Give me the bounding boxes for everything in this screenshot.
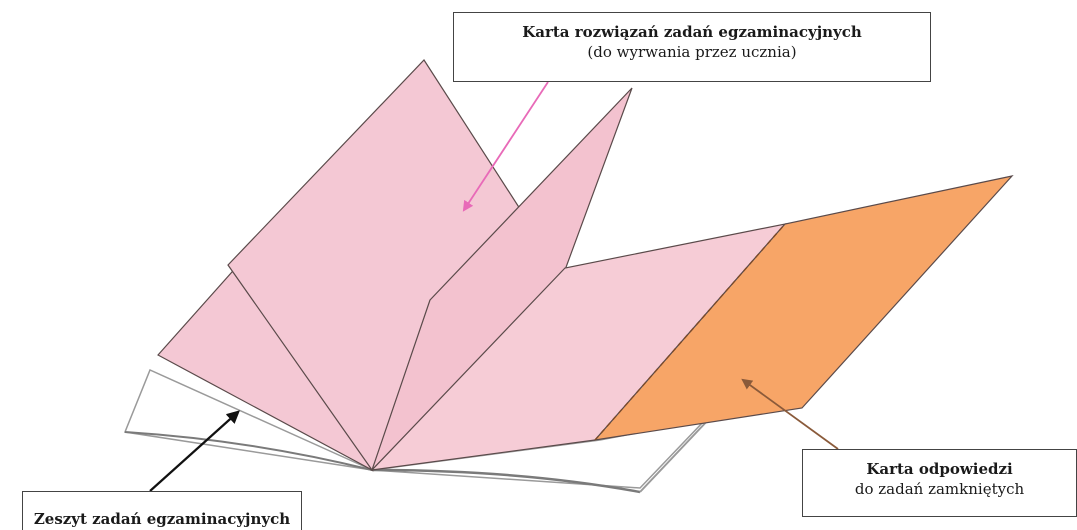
answer-card-title: Karta odpowiedzi: [866, 460, 1013, 478]
exam-booklet-title: Zeszyt zadań egzaminacyjnych: [33, 510, 291, 528]
answer-card-callout: Karta odpowiedzi do zadań zamkniętych: [802, 449, 1077, 517]
perforation-line: [594, 223, 786, 441]
arrow-answer-card: [741, 378, 839, 450]
answer-card-note: do zadań zamkniętych: [854, 479, 1025, 498]
exam-booklet-callout: Zeszyt zadań egzaminacyjnych: [22, 491, 302, 530]
answer-sheet-note: (do wyrwania przez ucznia): [587, 42, 797, 61]
answer-sheet-title: Karta rozwiązań zadań egzaminacyjnych: [522, 23, 862, 41]
arrow-exam-booklet: [149, 410, 240, 492]
arrow-answer-sheet: [462, 81, 549, 212]
answer-sheet-callout: Karta rozwiązań zadań egzaminacyjnych (d…: [453, 12, 931, 82]
